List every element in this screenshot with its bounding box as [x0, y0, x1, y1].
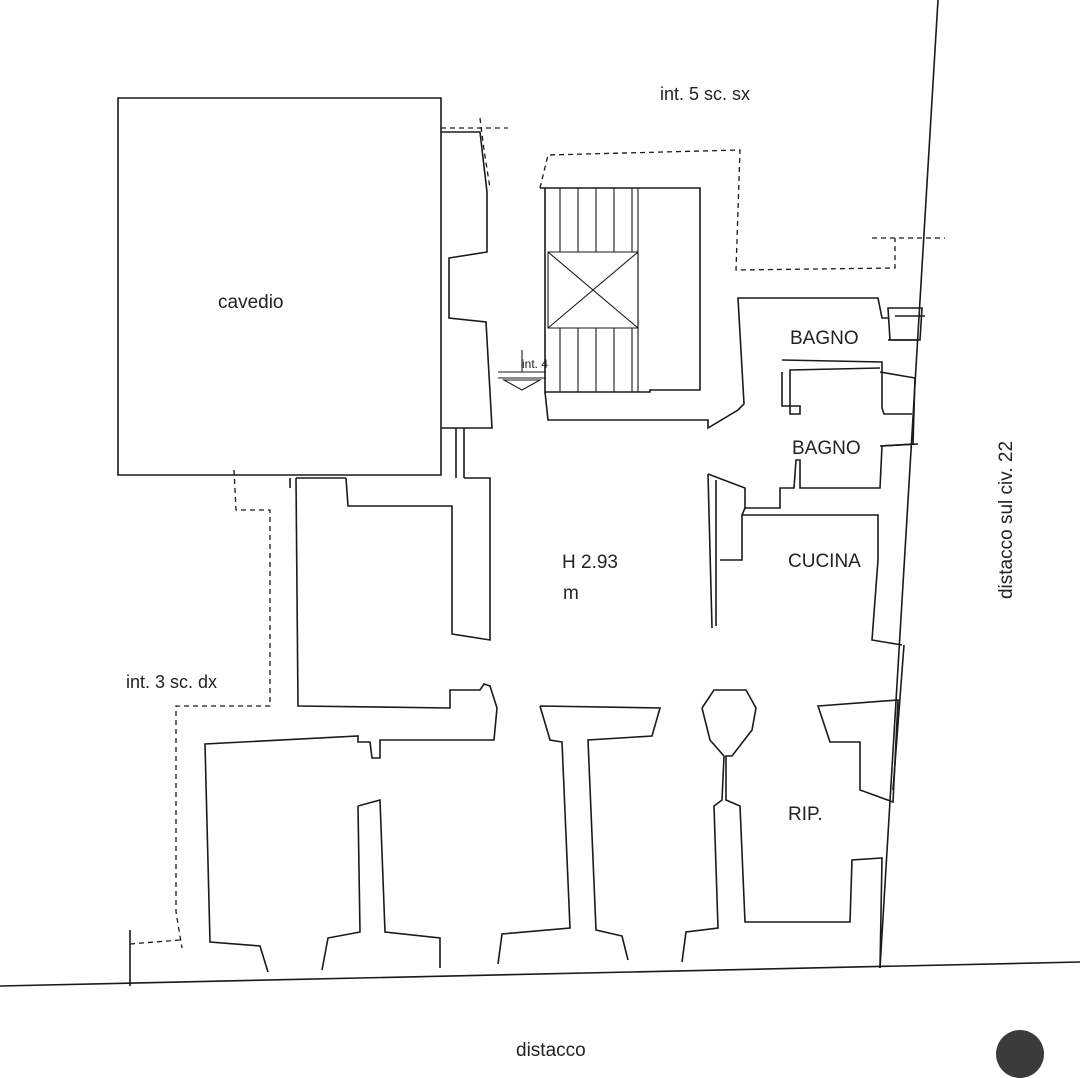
boundary-bottom-line [0, 961, 1080, 987]
cucina-inner [720, 515, 743, 561]
page-badge [996, 1030, 1044, 1078]
label-height-value: H 2.93 [562, 552, 618, 573]
bagno-1-walls [781, 307, 923, 415]
central-pier-1 [497, 705, 662, 965]
stair-outline [540, 187, 701, 393]
label-int5: int. 5 sc. sx [660, 84, 750, 104]
wall-left-upper [441, 131, 493, 429]
boundary-right-line [879, 0, 939, 969]
landing-wall [544, 297, 888, 430]
label-cavedio: cavedio [218, 292, 284, 313]
central-pier-2-left [681, 707, 725, 963]
label-cucina: CUCINA [788, 551, 861, 572]
central-pier-2 [701, 689, 883, 969]
bottom-left-piers [321, 798, 441, 971]
label-bagno-2: BAGNO [792, 438, 861, 459]
cucina-walls [707, 473, 903, 646]
label-int4: int. 4 [522, 357, 548, 371]
cavedio-outline [117, 97, 442, 476]
entrance-arrow-icon [498, 350, 546, 391]
label-distacco-side: distacco sul civ. 22 [996, 441, 1017, 599]
left-room-walls [204, 477, 498, 973]
label-height-unit: m [563, 583, 579, 604]
label-int3: int. 3 sc. dx [126, 672, 217, 692]
label-distacco-bottom: distacco [516, 1040, 586, 1060]
neighbour-dash-corner [129, 939, 181, 945]
stair-well-box [547, 251, 639, 329]
right-wall-piers [879, 315, 925, 791]
neighbour-dash-top-left [441, 117, 508, 189]
hall-left-partition [345, 477, 491, 641]
stair-treads [559, 188, 633, 392]
neighbour-dash-int5 [539, 149, 945, 271]
bagno-1-door [781, 367, 881, 415]
label-bagno-1: BAGNO [790, 328, 859, 349]
rip-walls [816, 699, 899, 804]
neighbour-dash-int3 [175, 469, 271, 949]
label-rip: RIP. [788, 804, 823, 825]
